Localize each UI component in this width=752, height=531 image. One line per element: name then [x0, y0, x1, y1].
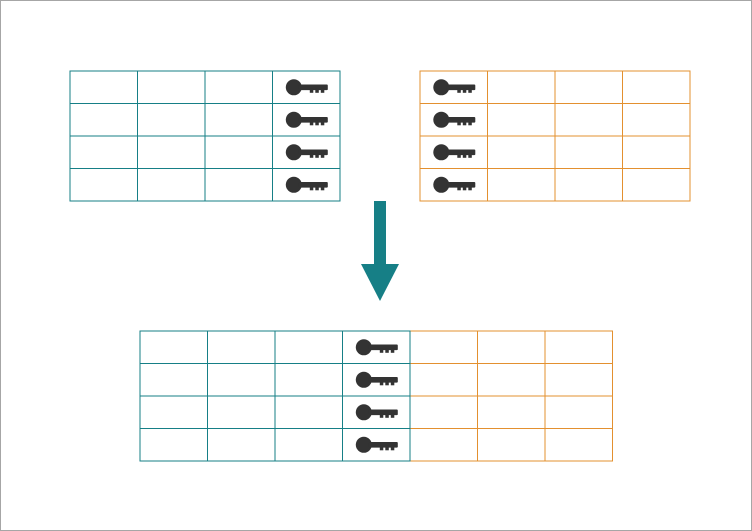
arrow-head	[361, 264, 399, 301]
table-cell	[139, 395, 208, 429]
merged-table	[139, 330, 613, 462]
table-cell	[554, 103, 623, 137]
table-cell	[139, 428, 208, 462]
table-cell	[207, 428, 276, 462]
arrow-shaft	[374, 201, 386, 265]
table-cell	[207, 330, 276, 364]
table-cell	[487, 103, 556, 137]
table-cell	[204, 70, 273, 104]
table-cell	[69, 103, 138, 137]
table-cell	[554, 70, 623, 104]
table-cell	[69, 70, 138, 104]
table-cell	[409, 395, 478, 429]
down-arrow	[361, 201, 399, 301]
table-cell	[69, 135, 138, 169]
table-cell	[544, 428, 613, 462]
table-cell	[409, 330, 478, 364]
table-cell	[477, 363, 546, 397]
table-cell	[622, 135, 691, 169]
left-table	[69, 70, 341, 202]
table-cell	[274, 428, 343, 462]
table-cell	[139, 330, 208, 364]
table-cell	[487, 135, 556, 169]
key-cell	[419, 103, 488, 137]
table-cell	[544, 330, 613, 364]
table-cell	[622, 103, 691, 137]
table-cell	[137, 135, 206, 169]
table-cell	[274, 330, 343, 364]
table-cell	[554, 168, 623, 202]
table-cell	[204, 103, 273, 137]
table-cell	[487, 70, 556, 104]
table-cell	[409, 428, 478, 462]
table-cell	[69, 168, 138, 202]
right-table	[419, 70, 691, 202]
table-cell	[137, 70, 206, 104]
table-cell	[204, 168, 273, 202]
table-cell	[487, 168, 556, 202]
key-cell	[272, 168, 341, 202]
table-cell	[207, 395, 276, 429]
table-cell	[204, 135, 273, 169]
table-cell	[137, 103, 206, 137]
table-cell	[477, 395, 546, 429]
table-cell	[274, 363, 343, 397]
table-cell	[544, 363, 613, 397]
table-cell	[139, 363, 208, 397]
key-cell	[342, 363, 411, 397]
table-cell	[477, 330, 546, 364]
table-cell	[554, 135, 623, 169]
table-cell	[137, 168, 206, 202]
table-cell	[207, 363, 276, 397]
table-cell	[274, 395, 343, 429]
table-cell	[544, 395, 613, 429]
table-cell	[622, 70, 691, 104]
table-cell	[622, 168, 691, 202]
table-cell	[477, 428, 546, 462]
table-cell	[409, 363, 478, 397]
